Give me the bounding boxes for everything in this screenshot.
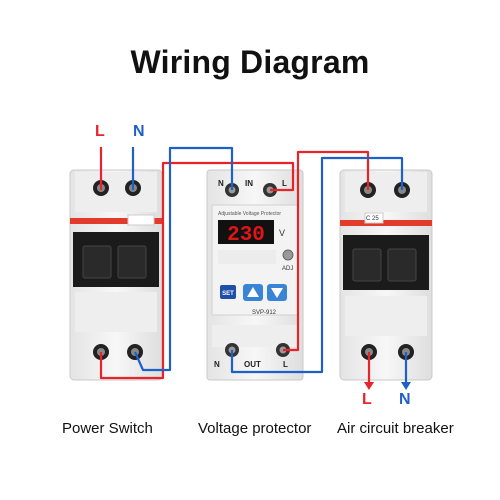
vp-model: SVP-912 bbox=[252, 310, 277, 316]
acb-label-l: L bbox=[362, 391, 372, 408]
vp-header: Adjustable Voltage Protector bbox=[218, 211, 281, 217]
vp-top-terminal-n: N bbox=[218, 179, 224, 188]
power-switch-lever-left bbox=[82, 245, 112, 279]
vp-adj-label: ADJ bbox=[282, 266, 293, 272]
vp-display-unit: V bbox=[279, 228, 285, 238]
live-wire-switch-to-protector bbox=[99, 161, 295, 380]
live-load-arrow bbox=[364, 382, 374, 390]
neutral-load-arrow bbox=[401, 382, 411, 390]
acb-rating: C 25 bbox=[366, 216, 379, 222]
air-circuit-breaker: C 25 bbox=[339, 169, 433, 381]
vp-set-button[interactable] bbox=[220, 285, 236, 299]
acb-lever-left bbox=[352, 248, 382, 282]
vp-bottom-terminal-n: N bbox=[214, 360, 220, 369]
live-wires bbox=[99, 147, 374, 390]
voltage-protector: N IN L Adjustable Voltage Protector 230 … bbox=[206, 169, 304, 381]
power-switch-label-n: N bbox=[133, 123, 145, 140]
diagram-title: Wiring Diagram bbox=[130, 44, 370, 80]
vp-bottom-terminal-out: OUT bbox=[244, 360, 261, 369]
air-circuit-breaker-caption: Air circuit breaker bbox=[337, 420, 454, 437]
power-switch-caption: Power Switch bbox=[62, 420, 153, 437]
neutral-wire-protector-to-breaker bbox=[230, 156, 404, 374]
voltage-protector-caption: Voltage protector bbox=[198, 420, 312, 437]
acb-label-n: N bbox=[399, 391, 411, 408]
power-switch-lever-right bbox=[117, 245, 147, 279]
vp-display bbox=[218, 220, 274, 244]
neutral-wire-switch-to-protector bbox=[133, 146, 234, 372]
vp-top-terminal-l: L bbox=[282, 179, 287, 188]
live-wire-protector-to-breaker bbox=[283, 150, 370, 352]
vp-bottom-terminal-l: L bbox=[283, 360, 288, 369]
acb-stripe bbox=[340, 220, 432, 226]
vp-display-value: 230 bbox=[227, 224, 265, 247]
neutral-wires bbox=[131, 146, 411, 390]
up-arrow-icon bbox=[247, 287, 259, 297]
vp-set-label: SET bbox=[222, 291, 234, 297]
power-switch bbox=[69, 169, 163, 381]
acb-lever-right bbox=[387, 248, 417, 282]
vp-top-terminal-in: IN bbox=[245, 179, 253, 188]
power-switch-stripe bbox=[70, 218, 162, 224]
vp-adj-knob[interactable] bbox=[282, 249, 294, 261]
down-arrow-icon bbox=[271, 288, 283, 298]
power-switch-label-l: L bbox=[95, 123, 105, 140]
